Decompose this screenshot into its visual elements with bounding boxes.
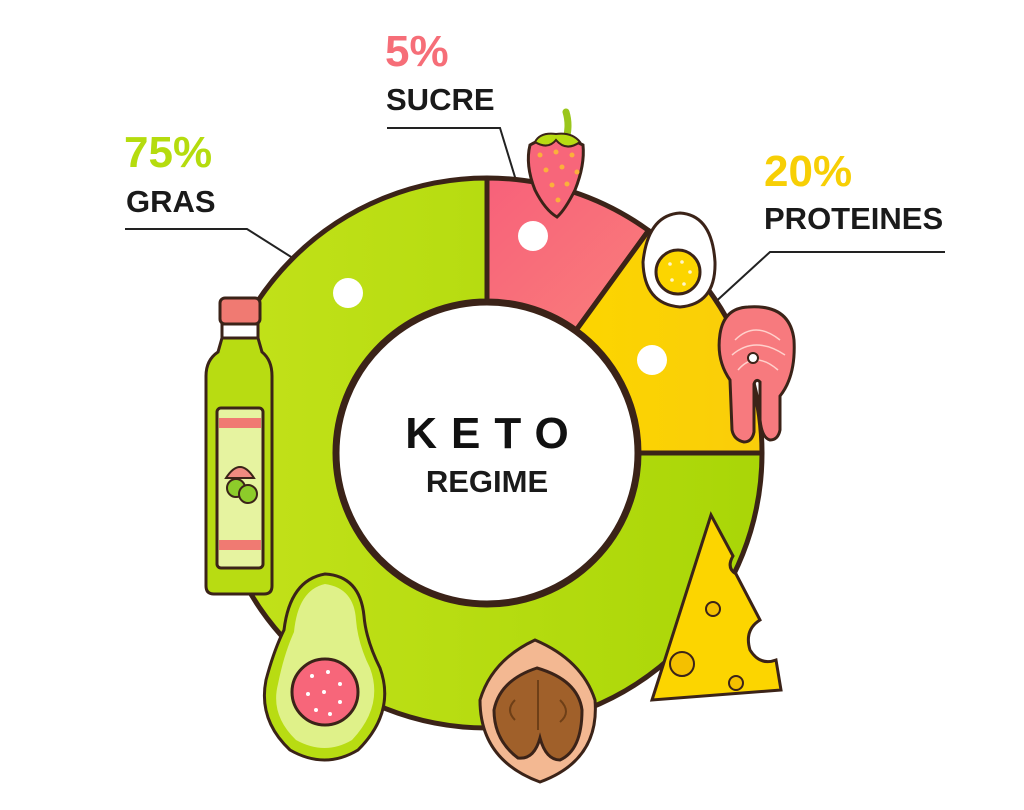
- strawberry-icon: [526, 108, 585, 219]
- center-subtitle: REGIME: [425, 464, 549, 499]
- walnut-icon: [478, 638, 597, 784]
- cheese-wedge-icon: [649, 511, 783, 702]
- marker-dot-proteines: [637, 345, 667, 375]
- olive-oil-bottle-icon: [204, 296, 274, 596]
- donut-hole: [334, 300, 640, 606]
- gras-label: GRAS: [126, 184, 216, 219]
- sucre-label: SUCRE: [386, 82, 495, 117]
- proteines-percent: 20%: [764, 147, 853, 196]
- center-title: KETO: [405, 409, 583, 458]
- marker-dot-gras: [333, 278, 363, 308]
- gras-percent: 75%: [124, 128, 213, 177]
- salmon-steak-icon: [717, 305, 796, 444]
- avocado-icon: [262, 572, 387, 762]
- boiled-egg-icon: [641, 211, 717, 309]
- sucre-percent: 5%: [385, 27, 449, 76]
- marker-dot-sucre: [518, 221, 548, 251]
- proteines-label: PROTEINES: [764, 201, 944, 236]
